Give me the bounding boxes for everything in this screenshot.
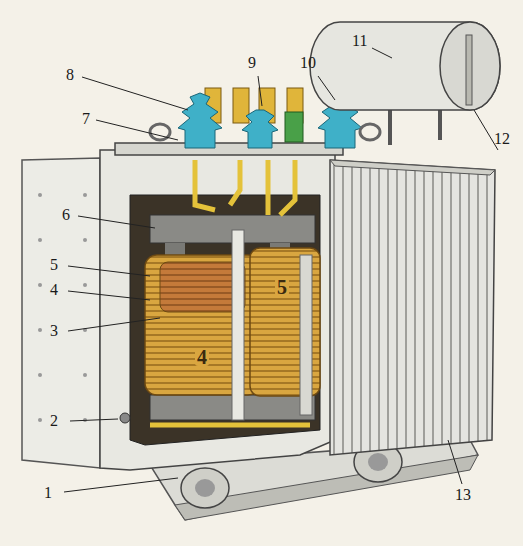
callout-number: 10: [300, 54, 316, 72]
leader-lines: [64, 48, 498, 492]
callout-number: 11: [352, 32, 367, 50]
left-radiator: [22, 158, 100, 468]
callout-number: 6: [62, 206, 70, 224]
callout-number: 4: [50, 281, 58, 299]
coil-number: 5: [275, 278, 289, 296]
callout-number: 2: [50, 412, 58, 430]
callout-number: 12: [494, 130, 510, 148]
coil-number: 4: [195, 348, 209, 366]
tank: [100, 143, 343, 470]
leads: [150, 160, 310, 425]
right-radiator: [330, 160, 495, 455]
windings: [145, 230, 320, 420]
callout-number: 13: [455, 486, 471, 504]
callout-number: 9: [248, 54, 256, 72]
callout-number: 5: [50, 256, 58, 274]
lifting-lugs: [150, 124, 380, 140]
callout-number: 7: [82, 110, 90, 128]
callout-number: 1: [44, 484, 52, 502]
callout-number: 8: [66, 66, 74, 84]
conservator: [310, 22, 500, 145]
callout-number: 3: [50, 322, 58, 340]
